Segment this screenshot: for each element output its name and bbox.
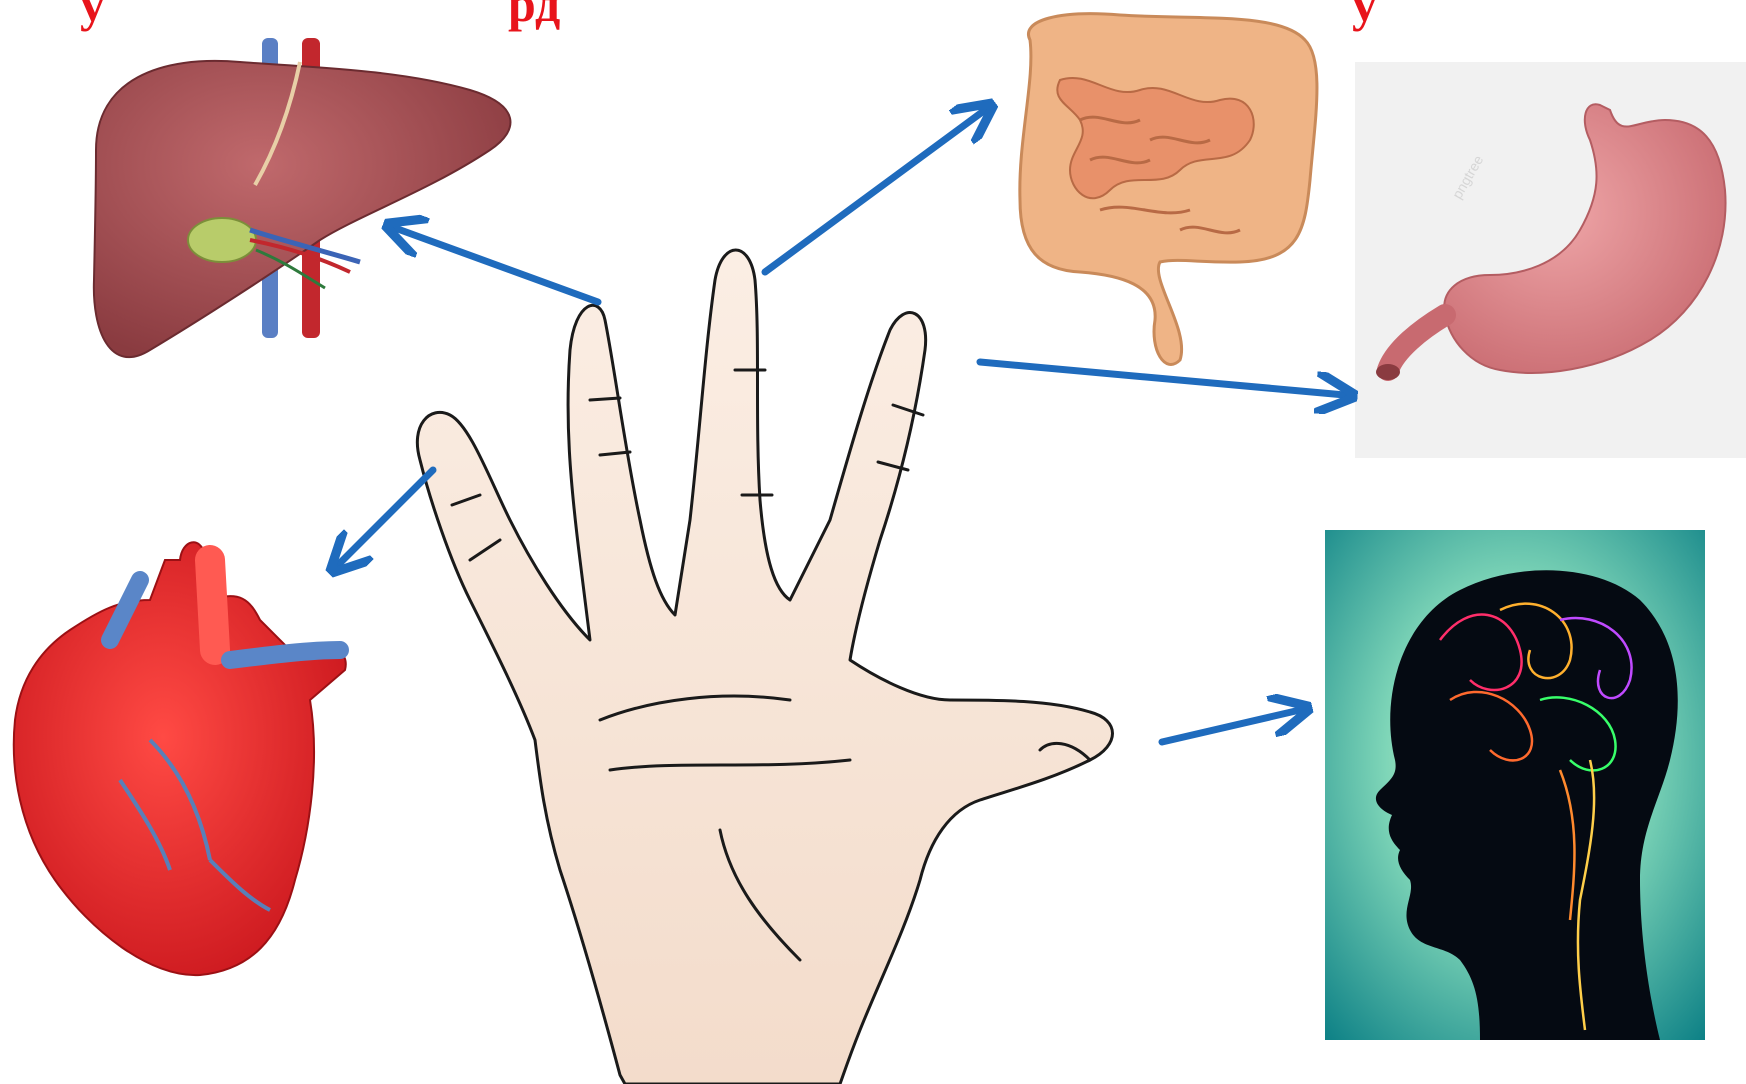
intestine-icon: [1020, 14, 1317, 365]
arrow-to-stomach: [980, 362, 1345, 395]
arrow-to-intestine: [765, 110, 985, 272]
liver-icon: [94, 38, 511, 357]
arrow-to-brain: [1162, 710, 1300, 742]
stomach-icon: pngtree pngtree: [1355, 62, 1746, 458]
arrow-to-heart: [338, 470, 433, 565]
hand-icon: [417, 250, 1112, 1084]
heart-icon: [14, 542, 346, 975]
arrow-to-liver: [395, 228, 598, 302]
brain-head-icon: [1325, 530, 1705, 1040]
